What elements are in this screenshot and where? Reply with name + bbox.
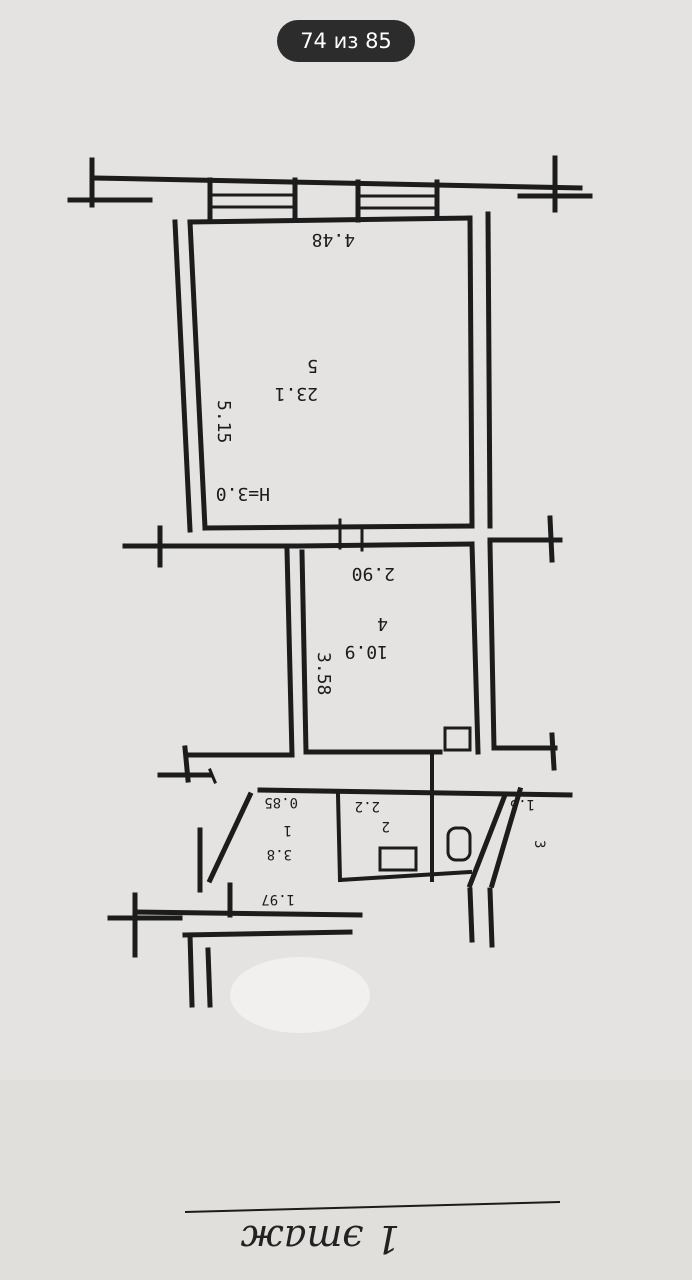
room5-length: 5.15 <box>213 400 234 443</box>
room1-area: 3.8 <box>267 846 292 862</box>
image-counter-badge: 74 из 85 <box>277 20 415 62</box>
room4-area: 10.9 <box>345 641 388 662</box>
room1-number: 1 <box>284 822 292 838</box>
room5-area: 23.1 <box>275 383 318 404</box>
room3-area: 1.5 <box>510 796 535 812</box>
room5-labels: 4.48 5 23.1 5.15 H=3.0 <box>213 229 355 504</box>
floor-label: 1 этаж <box>241 1217 400 1261</box>
room5-height: H=3.0 <box>216 483 270 504</box>
room4-width: 2.90 <box>352 563 395 584</box>
room3-number: 3 <box>531 840 547 848</box>
room1-dim-a: 0.85 <box>264 794 298 810</box>
room4-number: 4 <box>377 613 388 634</box>
plan-walls <box>67 155 593 1008</box>
image-counter-text: 74 из 85 <box>300 29 392 53</box>
room4-length: 3.58 <box>313 652 334 695</box>
floor-underline <box>184 1201 561 1213</box>
room1-dim-b: 1.97 <box>261 891 295 907</box>
blur-patch <box>230 957 370 1033</box>
room2-number: 2 <box>382 818 390 834</box>
room4-labels: 2.90 4 10.9 3.58 <box>313 563 395 695</box>
room5-width: 4.48 <box>312 229 355 250</box>
room2-area: 2.2 <box>355 798 380 814</box>
small-room-labels: 0.85 1 3.8 1.97 2.2 2 1.5 3 <box>261 794 547 907</box>
room5-number: 5 <box>307 355 318 376</box>
